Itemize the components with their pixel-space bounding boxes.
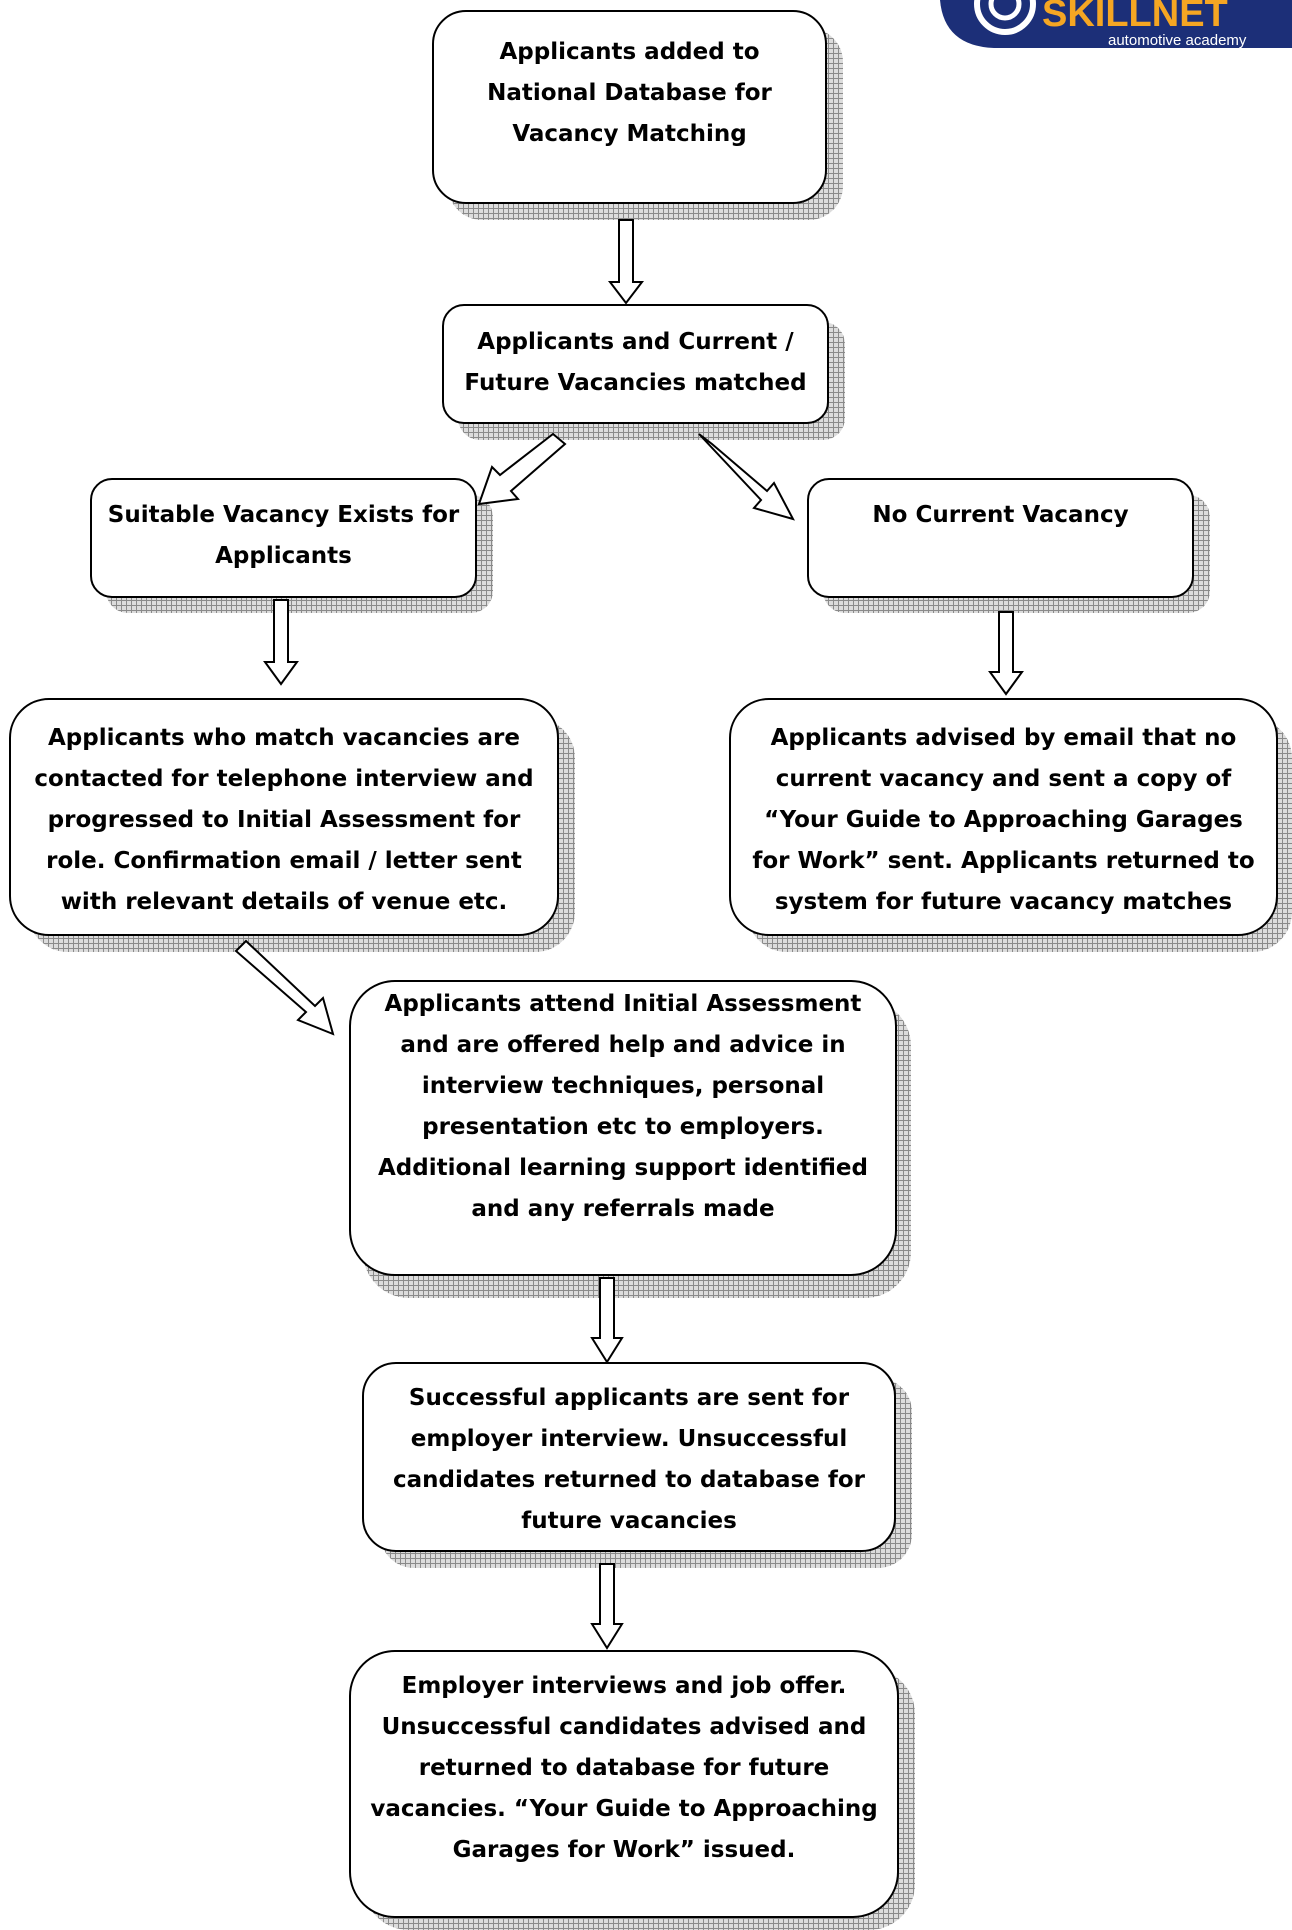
skillnet-logo-graphic: SKILLNET automotive academy <box>940 0 1292 49</box>
node-initial-assessment: Applicants attend Initial Assessment and… <box>349 980 897 1276</box>
node-no-current-vacancy: No Current Vacancy <box>807 478 1194 598</box>
node-telephone-interview: Applicants who match vacancies are conta… <box>9 698 559 936</box>
logo-tagline: automotive academy <box>1108 32 1247 49</box>
node-job-offer: Employer interviews and job offer. Unsuc… <box>349 1650 899 1918</box>
arrow-down-right <box>698 433 795 521</box>
node-suitable-vacancy: Suitable Vacancy Exists for Applicants <box>90 478 477 598</box>
node-added-to-database: Applicants added to National Database fo… <box>432 10 827 204</box>
node-label: Applicants and Current / Future Vacancie… <box>464 329 807 396</box>
node-label: Applicants who match vacancies are conta… <box>34 725 534 915</box>
arrow-down <box>263 599 299 686</box>
node-label: Applicants advised by email that no curr… <box>752 725 1255 915</box>
arrow-down <box>607 219 645 305</box>
skillnet-logo: SKILLNET automotive academy <box>930 0 1292 50</box>
node-vacancies-matched: Applicants and Current / Future Vacancie… <box>442 304 829 424</box>
node-advised-by-email: Applicants advised by email that no curr… <box>729 698 1278 936</box>
arrow-down-left <box>477 432 567 506</box>
arrow-down <box>590 1277 624 1364</box>
logo-wordmark: SKILLNET <box>1042 0 1228 35</box>
node-label: Suitable Vacancy Exists for Applicants <box>107 502 460 569</box>
arrow-down <box>988 611 1024 696</box>
node-label: Applicants added to National Database fo… <box>487 39 772 147</box>
node-label: Applicants attend Initial Assessment and… <box>378 991 868 1222</box>
node-label: Successful applicants are sent for emplo… <box>393 1385 865 1534</box>
node-label: No Current Vacancy <box>872 502 1129 528</box>
arrow-down-right <box>234 939 335 1036</box>
node-employer-interview: Successful applicants are sent for emplo… <box>362 1362 896 1552</box>
node-label: Employer interviews and job offer. Unsuc… <box>370 1673 878 1863</box>
arrow-down <box>590 1563 624 1650</box>
